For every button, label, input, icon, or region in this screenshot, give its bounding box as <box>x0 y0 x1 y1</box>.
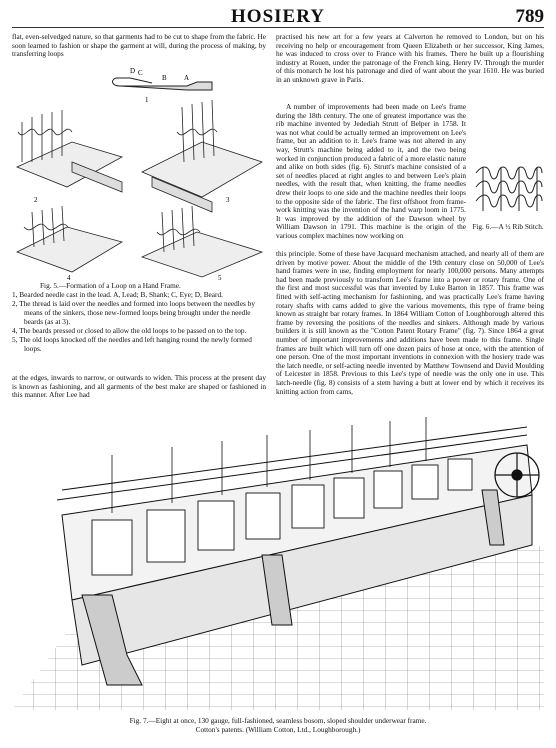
right-improvements-paragraph-a: A number of improvements had been made o… <box>276 102 466 240</box>
fig5-legend: 1, Bearded needle cast in the lead. A, L… <box>12 290 266 353</box>
fig7-frame-machine-illustration <box>12 395 544 710</box>
legend-item-2: 2, The thread is laid over the needles a… <box>12 299 256 326</box>
page-title: HOSIERY <box>231 6 325 27</box>
right-history-paragraph: practised his new art for a few years at… <box>276 32 544 84</box>
stage-4-drawing <box>15 205 124 273</box>
header-rule <box>12 27 544 28</box>
stage-3-drawing <box>141 99 263 213</box>
fig6-caption: Fig. 6.—A ½ Rib Stitch. <box>472 222 544 231</box>
left-fashioning-paragraph: at the edges, inwards to narrow, or outw… <box>12 373 266 400</box>
legend-item-1: 1, Bearded needle cast in the lead. A, L… <box>12 290 223 299</box>
fig7-caption: Fig. 7.—Eight at once, 130 gauge, full-f… <box>129 716 427 734</box>
fig5-number-3: 3 <box>226 196 230 204</box>
tiled-floor <box>12 545 544 710</box>
right-improvements-paragraph-b: this principle. Some of these have Jacqu… <box>276 249 544 396</box>
fig5-illustration: D C B A 1 2 3 4 <box>12 62 266 282</box>
stage-2-drawing <box>15 110 124 193</box>
left-intro-paragraph: flat, even-selvedged nature, so that gar… <box>12 32 266 59</box>
thread-stands <box>111 417 427 513</box>
legend-item-5: 5, The old loops knocked off the needles… <box>12 335 252 353</box>
fig5-number-5: 5 <box>218 274 222 282</box>
fig6-rib-stitch-illustration <box>474 165 544 215</box>
page-number: 789 <box>515 6 545 27</box>
fig5-number-1: 1 <box>145 96 149 104</box>
bearded-needle-drawing <box>112 77 213 91</box>
page-header: HOSIERY 789 <box>0 6 556 28</box>
fig5-number-2: 2 <box>34 196 38 204</box>
fig5-number-4: 4 <box>67 274 71 282</box>
knitting-heads <box>91 458 473 576</box>
legend-item-4: 4, The beards pressed or closed to allow… <box>12 326 247 335</box>
flywheel <box>494 452 540 498</box>
fig5-caption: Fig. 5.—Formation of a Loop on a Hand Fr… <box>40 281 181 290</box>
fig5-label-b: B <box>162 74 167 82</box>
machine-legs <box>81 489 505 686</box>
fig5-label-d: D <box>130 67 135 75</box>
fig5-label-a: A <box>184 74 189 82</box>
fig5-label-c: C <box>138 69 143 77</box>
stage-5-drawing <box>140 205 264 278</box>
